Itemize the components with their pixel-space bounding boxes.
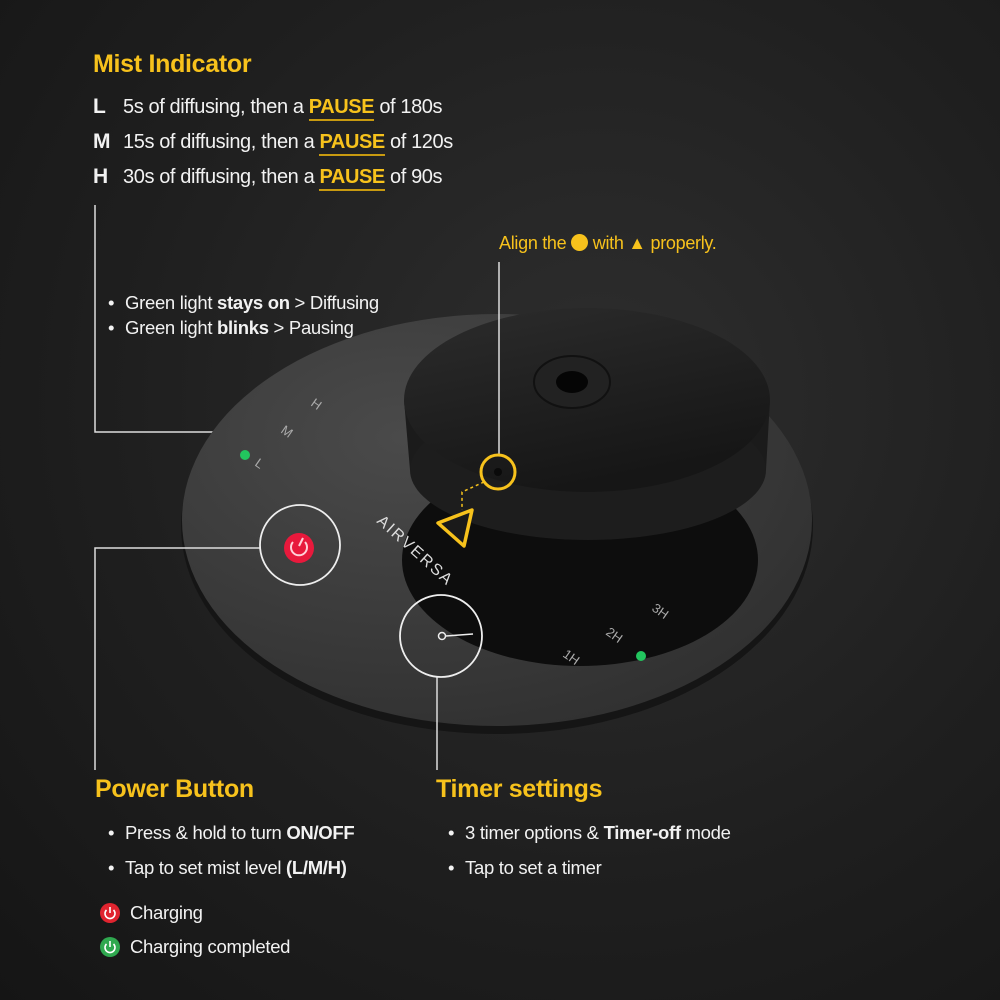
red-power-icon [100,903,120,923]
legend-charging-completed: Charging completed [100,936,290,958]
timer-button-ring [399,594,483,678]
timer-bullet: •Tap to set a timer [448,857,602,878]
power-icon [284,533,314,563]
yellow-triangle-icon: ▲ [628,233,646,253]
timer-settings-title: Timer settings [436,775,603,803]
green-power-icon [100,937,120,957]
align-circle-icon [479,453,517,491]
nozzle-hole-icon [556,371,588,393]
power-bullet: •Press & hold to turn ON/OFF [108,822,355,843]
power-bullet: •Tap to set mist level (L/M/H) [108,857,347,878]
yellow-dot-icon [571,234,589,251]
timer-led-green [636,651,646,661]
legend-charging: Charging [100,902,203,924]
mist-bullet: •Green light blinks > Pausing [108,317,354,338]
power-button-ring [259,504,341,586]
mist-leader-line [94,205,270,433]
mist-indicator-title: Mist Indicator [93,50,252,78]
power-button-title: Power Button [95,775,254,803]
mist-bullet: •Green light stays on > Diffusing [108,292,379,313]
mist-led-green [240,450,250,460]
timer-bullet: •3 timer options & Timer-off mode [448,822,731,843]
align-triangle-icon [436,508,474,548]
align-note: Align the with ▲ properly. [499,233,717,253]
clock-icon [437,631,447,641]
align-dashed-line [461,481,485,510]
power-leader-line [94,547,260,770]
